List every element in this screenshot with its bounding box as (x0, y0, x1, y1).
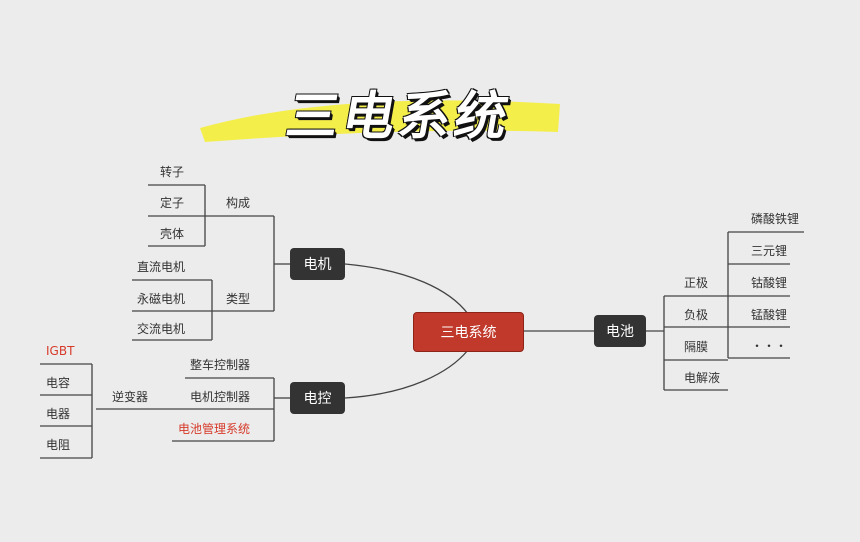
battery-item: 电解液 (684, 371, 721, 385)
battery-item: 负极 (684, 308, 709, 322)
inverter-item: 电阻 (46, 438, 71, 452)
structure-item: 定子 (160, 196, 185, 210)
center-node[interactable]: 三电系统 (413, 312, 524, 352)
inverter-item: 电器 (46, 407, 71, 421)
structure-item: 转子 (160, 165, 185, 179)
inverter-item: 电容 (46, 376, 71, 390)
motor-structure-label: 构成 (226, 196, 251, 210)
motor-types-label: 类型 (226, 292, 251, 306)
cathode-item: 三元锂 (751, 244, 788, 258)
page-title: 三电系统 (281, 87, 517, 147)
control-item: 整车控制器 (190, 358, 251, 372)
control-item: 电机控制器 (190, 390, 251, 404)
cathode-item: 磷酸铁锂 (751, 212, 800, 226)
structure-item: 壳体 (160, 227, 185, 241)
type-item: 交流电机 (137, 322, 186, 336)
control-node[interactable]: 电控 (290, 382, 345, 414)
motor-node[interactable]: 电机 (290, 248, 345, 280)
inverter-item-highlight: IGBT (46, 344, 75, 358)
inverter-label: 逆变器 (112, 390, 149, 404)
type-item: 直流电机 (137, 260, 186, 274)
battery-node[interactable]: 电池 (594, 315, 646, 347)
cathode-item: 钴酸锂 (751, 276, 788, 290)
title-highlight (200, 100, 560, 142)
type-item: 永磁电机 (137, 292, 186, 306)
control-item-highlight: 电池管理系统 (178, 422, 251, 436)
cathode-ellipsis: ・・・ (751, 339, 788, 353)
cathode-item: 锰酸锂 (751, 308, 788, 322)
battery-item: 正极 (684, 276, 709, 290)
battery-item: 隔膜 (684, 340, 709, 354)
